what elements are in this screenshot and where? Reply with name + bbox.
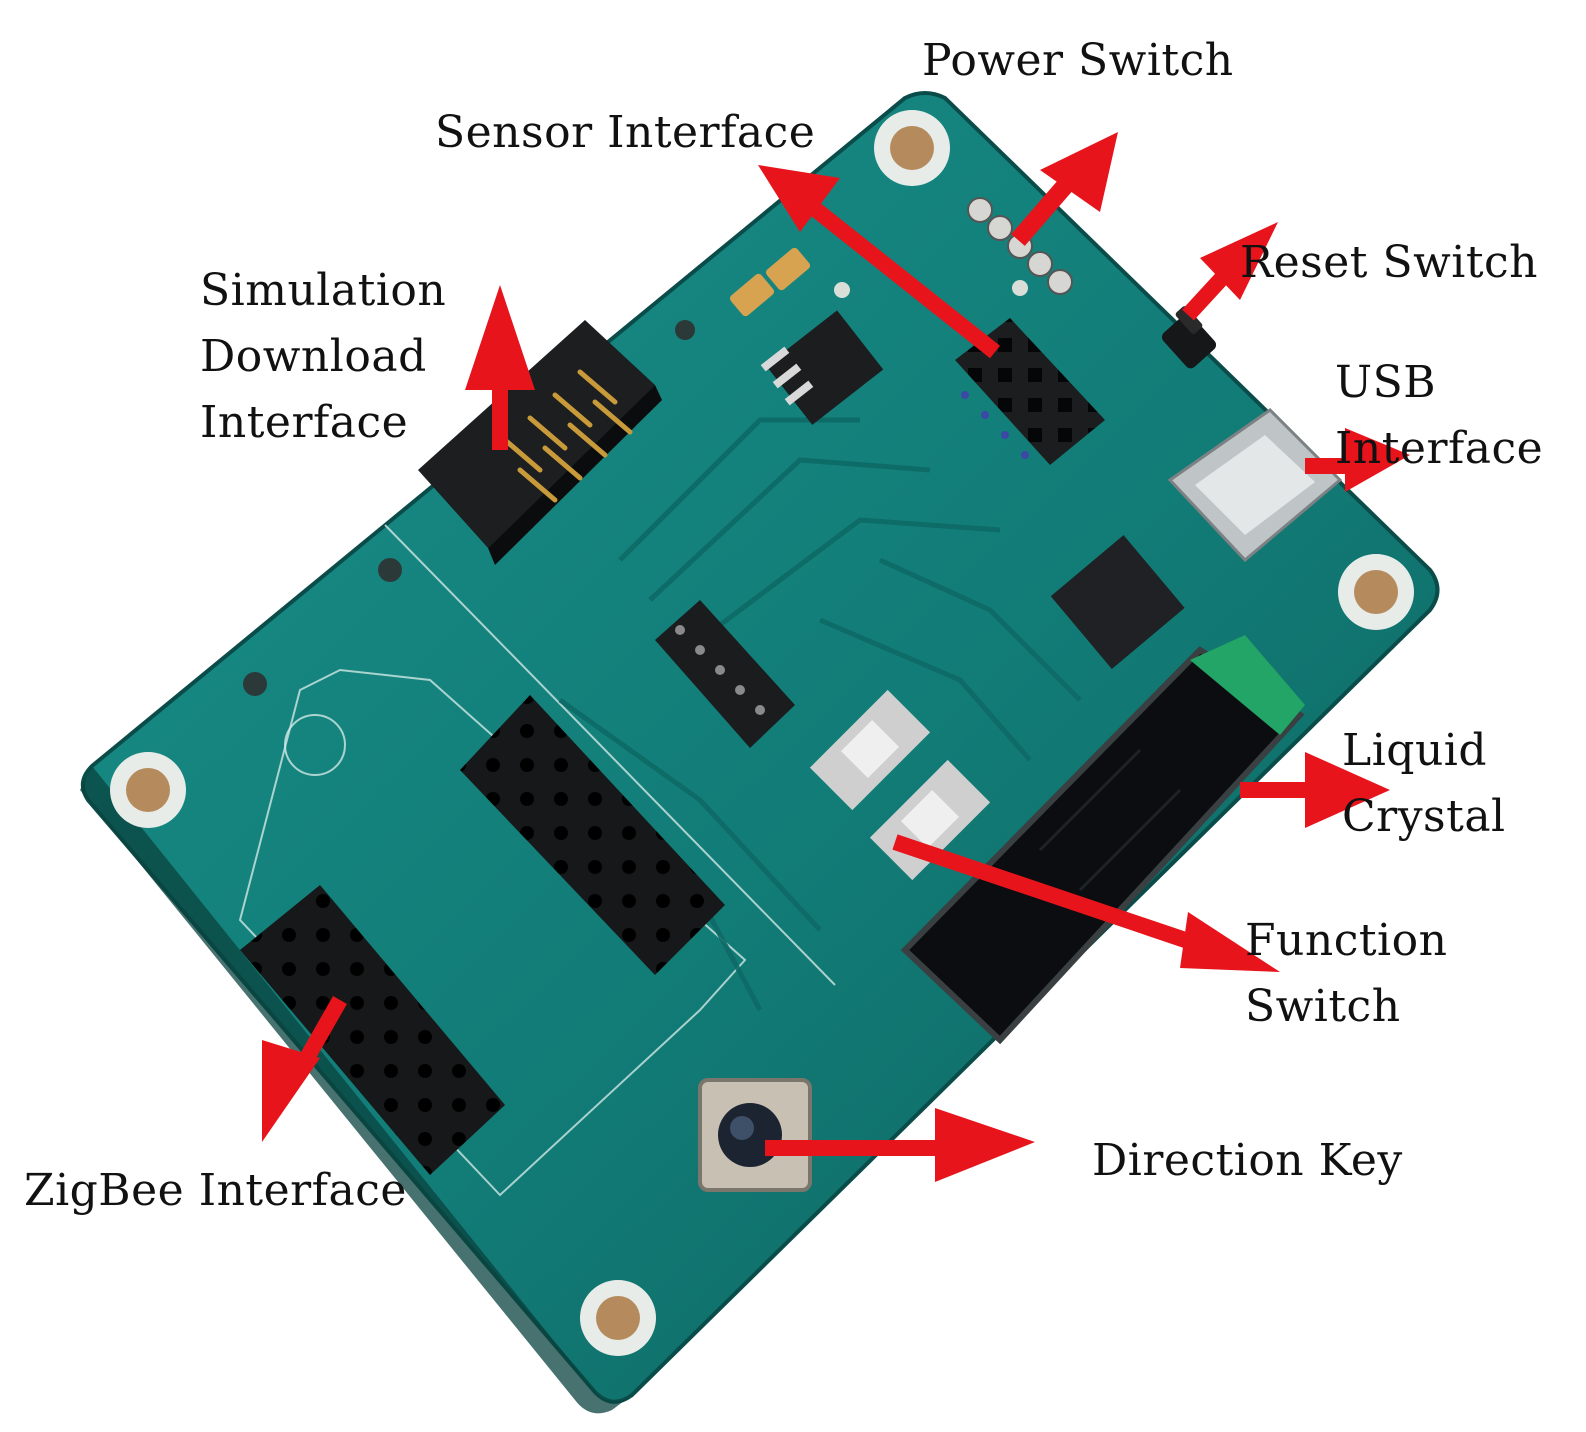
- label-sensor-interface: Sensor Interface: [435, 100, 815, 166]
- label-function-switch: Function Switch: [1245, 908, 1447, 1040]
- regulator-chip: [760, 310, 884, 425]
- arrow-reset-switch: [1182, 222, 1278, 321]
- zigbee-header-center: [460, 695, 725, 975]
- label-line: Liquid: [1342, 725, 1488, 776]
- label-line: Simulation: [200, 265, 447, 316]
- mounting-hole-left: [110, 752, 186, 828]
- mounting-hole-bottom: [580, 1280, 656, 1356]
- label-liquid-crystal: Liquid Crystal: [1342, 718, 1506, 850]
- label-line: USB: [1335, 357, 1437, 408]
- label-line: Switch: [1245, 981, 1401, 1032]
- simulation-download-header: [418, 320, 662, 565]
- arrow-liquid-crystal: [1240, 752, 1390, 828]
- label-line: Download: [200, 331, 427, 382]
- microcontroller-chip: [1050, 535, 1185, 669]
- arrow-zigbee-interface: [262, 996, 347, 1142]
- mounting-holes: [110, 110, 1414, 1356]
- label-line: Power Switch: [922, 35, 1234, 86]
- arrow-usb-interface: [1305, 428, 1410, 492]
- label-line: Reset Switch: [1240, 237, 1538, 288]
- label-reset-switch: Reset Switch: [1240, 230, 1538, 296]
- label-line: Crystal: [1342, 791, 1506, 842]
- label-line: Interface: [1335, 423, 1544, 474]
- slide-switch-1: [809, 689, 931, 811]
- label-line: Function: [1245, 915, 1448, 966]
- label-simulation-download-interface: Simulation Download Interface: [200, 258, 446, 456]
- capacitors: [729, 247, 811, 317]
- annotation-arrows: [262, 132, 1410, 1182]
- center-pin-header: [655, 600, 795, 748]
- label-power-switch: Power Switch: [922, 28, 1234, 94]
- arrow-simulation-download: [465, 285, 535, 450]
- label-line: Direction Key: [1092, 1135, 1403, 1186]
- liquid-crystal-display: [900, 635, 1305, 1045]
- zigbee-interface-header: [240, 885, 505, 1175]
- label-line: ZigBee Interface: [24, 1165, 407, 1216]
- direction-key-component: [698, 1078, 812, 1192]
- function-switches: [809, 689, 991, 881]
- label-usb-interface: USB Interface: [1335, 350, 1543, 482]
- mounting-hole-top: [874, 110, 950, 186]
- reset-switch: [1161, 306, 1217, 369]
- arrow-power-switch: [1011, 132, 1118, 246]
- arrow-function-switch: [892, 834, 1280, 972]
- label-line: Sensor Interface: [435, 107, 816, 158]
- label-line: Interface: [200, 397, 409, 448]
- arrow-sensor-interface: [758, 165, 1000, 359]
- label-direction-key: Direction Key: [1092, 1128, 1403, 1194]
- mounting-hole-right: [1338, 554, 1414, 630]
- vias: [243, 280, 1028, 696]
- label-zigbee-interface: ZigBee Interface: [24, 1158, 407, 1224]
- usb-connector: [1167, 408, 1343, 563]
- arrow-direction-key: [765, 1108, 1035, 1182]
